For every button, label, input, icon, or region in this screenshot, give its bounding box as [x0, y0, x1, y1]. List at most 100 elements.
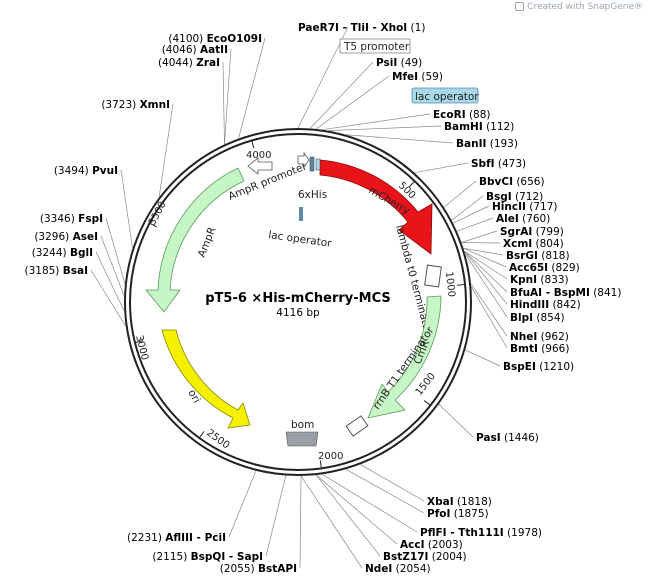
ampr-promoter-feature[interactable]	[247, 157, 273, 175]
site-position: (49)	[397, 57, 422, 69]
restriction-site-label: (3723) XmnI	[101, 99, 170, 111]
site-name: HincII	[492, 201, 526, 213]
tick-label: 1500	[414, 371, 438, 398]
tick-label: 2000	[318, 451, 343, 462]
restriction-site[interactable]: PflFI - Tth111I (1978)	[420, 527, 542, 539]
restriction-site[interactable]: (3723) XmnI	[101, 99, 170, 111]
restriction-site[interactable]: (3494) PvuI	[54, 165, 118, 177]
site-position: (1875)	[450, 508, 488, 520]
restriction-site[interactable]: XcmI (804)	[503, 238, 564, 250]
restriction-site-label: SbfI (473)	[471, 158, 526, 170]
restriction-site[interactable]: (3244) BglI	[32, 247, 93, 259]
ori-feature[interactable]	[161, 329, 251, 429]
site-leader-line	[322, 474, 418, 533]
restriction-site[interactable]: XbaI (1818)	[427, 496, 492, 508]
site-position: (2115)	[152, 551, 190, 563]
site-name: EcoRI	[433, 109, 466, 121]
site-leader-line	[315, 75, 390, 130]
lac-operator-inner-label: lac operator	[268, 229, 333, 250]
restriction-site[interactable]: (4100) EcoO109I	[168, 33, 262, 45]
restriction-site-label: BanII (193)	[456, 138, 518, 150]
site-name: AflIII - PciI	[165, 532, 226, 544]
restriction-site[interactable]: BspEI (1210)	[503, 361, 574, 373]
restriction-site[interactable]: BfuAI - BspMI (841)	[510, 287, 621, 299]
site-leader-line	[456, 217, 494, 232]
restriction-site[interactable]: SbfI (473)	[471, 158, 526, 170]
site-name: AseI	[73, 231, 98, 243]
restriction-site-label: BsrGI (818)	[506, 250, 570, 262]
restriction-site[interactable]: HincII (717)	[492, 201, 557, 213]
site-position: (3346)	[40, 213, 78, 225]
restriction-site[interactable]: BsgI (712)	[486, 191, 543, 203]
restriction-site[interactable]: PsiI (49)	[376, 57, 422, 69]
restriction-site[interactable]: PaeR7I - TliI - XhoI (1)	[298, 22, 425, 34]
restriction-site[interactable]: BsrGI (818)	[506, 250, 570, 262]
restriction-site[interactable]: (4046) AatII	[162, 44, 228, 56]
site-position: (1978)	[504, 527, 542, 539]
site-name: XmnI	[140, 99, 170, 111]
site-leader-line	[414, 162, 469, 174]
restriction-site-label: (2055) BstAPI	[220, 563, 297, 575]
restriction-site[interactable]: BamHI (112)	[444, 121, 514, 133]
tick-mark	[134, 340, 143, 344]
site-leader-line	[345, 134, 454, 144]
6xhis-feature[interactable]	[309, 156, 315, 172]
tick-mark	[198, 431, 205, 439]
site-leader-line	[464, 250, 508, 293]
cmr-feature[interactable]	[367, 295, 442, 419]
restriction-site[interactable]: KpnI (833)	[510, 274, 569, 286]
restriction-site[interactable]: PasI (1446)	[476, 432, 539, 444]
site-position: (473)	[495, 158, 527, 170]
lac-operator-mini-feature[interactable]	[315, 158, 321, 171]
restriction-site[interactable]: BanII (193)	[456, 138, 518, 150]
restriction-site-label: KpnI (833)	[510, 274, 569, 286]
restriction-site-label: BamHI (112)	[444, 121, 514, 133]
site-name: BamHI	[444, 121, 483, 133]
site-position: (833)	[537, 274, 569, 286]
bom-feature[interactable]	[285, 431, 319, 447]
site-name: KpnI	[510, 274, 537, 286]
restriction-site[interactable]: (3296) AseI	[34, 231, 98, 243]
restriction-site[interactable]: (2231) AflIII - PciI	[127, 532, 226, 544]
site-name: AleI	[496, 213, 519, 225]
restriction-site[interactable]: HindIII (842)	[510, 299, 581, 311]
t5-promoter-feature[interactable]	[297, 151, 310, 169]
restriction-site[interactable]: MfeI (59)	[392, 71, 443, 83]
restriction-site[interactable]: BbvCI (656)	[479, 176, 545, 188]
lac-operator-inner-feature[interactable]	[299, 207, 303, 221]
restriction-site-label: (3494) PvuI	[54, 165, 118, 177]
restriction-site[interactable]: (4044) ZraI	[158, 57, 220, 69]
mcherry-feature[interactable]	[319, 159, 433, 255]
site-position: (1446)	[501, 432, 539, 444]
rrnb-t1-terminator-feature[interactable]	[345, 415, 369, 437]
restriction-site[interactable]: AccI (2003)	[400, 539, 463, 551]
restriction-site[interactable]: NheI (962)	[510, 331, 569, 343]
restriction-site-label: BsgI (712)	[486, 191, 543, 203]
lambda-t0-terminator-feature[interactable]	[424, 264, 442, 288]
restriction-site[interactable]: NdeI (2054)	[365, 563, 431, 575]
restriction-site[interactable]: EcoRI (88)	[433, 109, 491, 121]
t5-promoter-label: T5 promoter	[343, 41, 410, 53]
restriction-site[interactable]: Acc65I (829)	[509, 262, 580, 274]
restriction-site[interactable]: BmtI (966)	[510, 343, 569, 355]
ampr-feature[interactable]	[145, 167, 245, 313]
restriction-site[interactable]: SgrAI (799)	[500, 226, 564, 238]
restriction-site[interactable]: BlpI (854)	[510, 312, 565, 324]
site-name: PasI	[476, 432, 501, 444]
restriction-site[interactable]: PfoI (1875)	[427, 508, 489, 520]
restriction-site[interactable]: (2055) BstAPI	[220, 563, 297, 575]
restriction-site-label: (4046) AatII	[162, 44, 228, 56]
restriction-site-labels: PaeR7I - TliI - XhoI (1) PsiI (49) MfeI (5…	[24, 22, 621, 575]
site-position: (962)	[537, 331, 569, 343]
site-name: BstZ17I	[383, 551, 428, 563]
restriction-site[interactable]: (3185) BsaI	[24, 265, 88, 277]
site-position: (842)	[549, 299, 581, 311]
site-leader-line	[315, 474, 398, 545]
restriction-site[interactable]: (2115) BspQI - SapI	[152, 551, 263, 563]
restriction-site[interactable]: AleI (760)	[496, 213, 550, 225]
site-name: BfuAI - BspMI	[510, 287, 590, 299]
restriction-site-label: BspEI (1210)	[503, 361, 574, 373]
restriction-site[interactable]: (3346) FspI	[40, 213, 103, 225]
restriction-site[interactable]: BstZ17I (2004)	[383, 551, 467, 563]
